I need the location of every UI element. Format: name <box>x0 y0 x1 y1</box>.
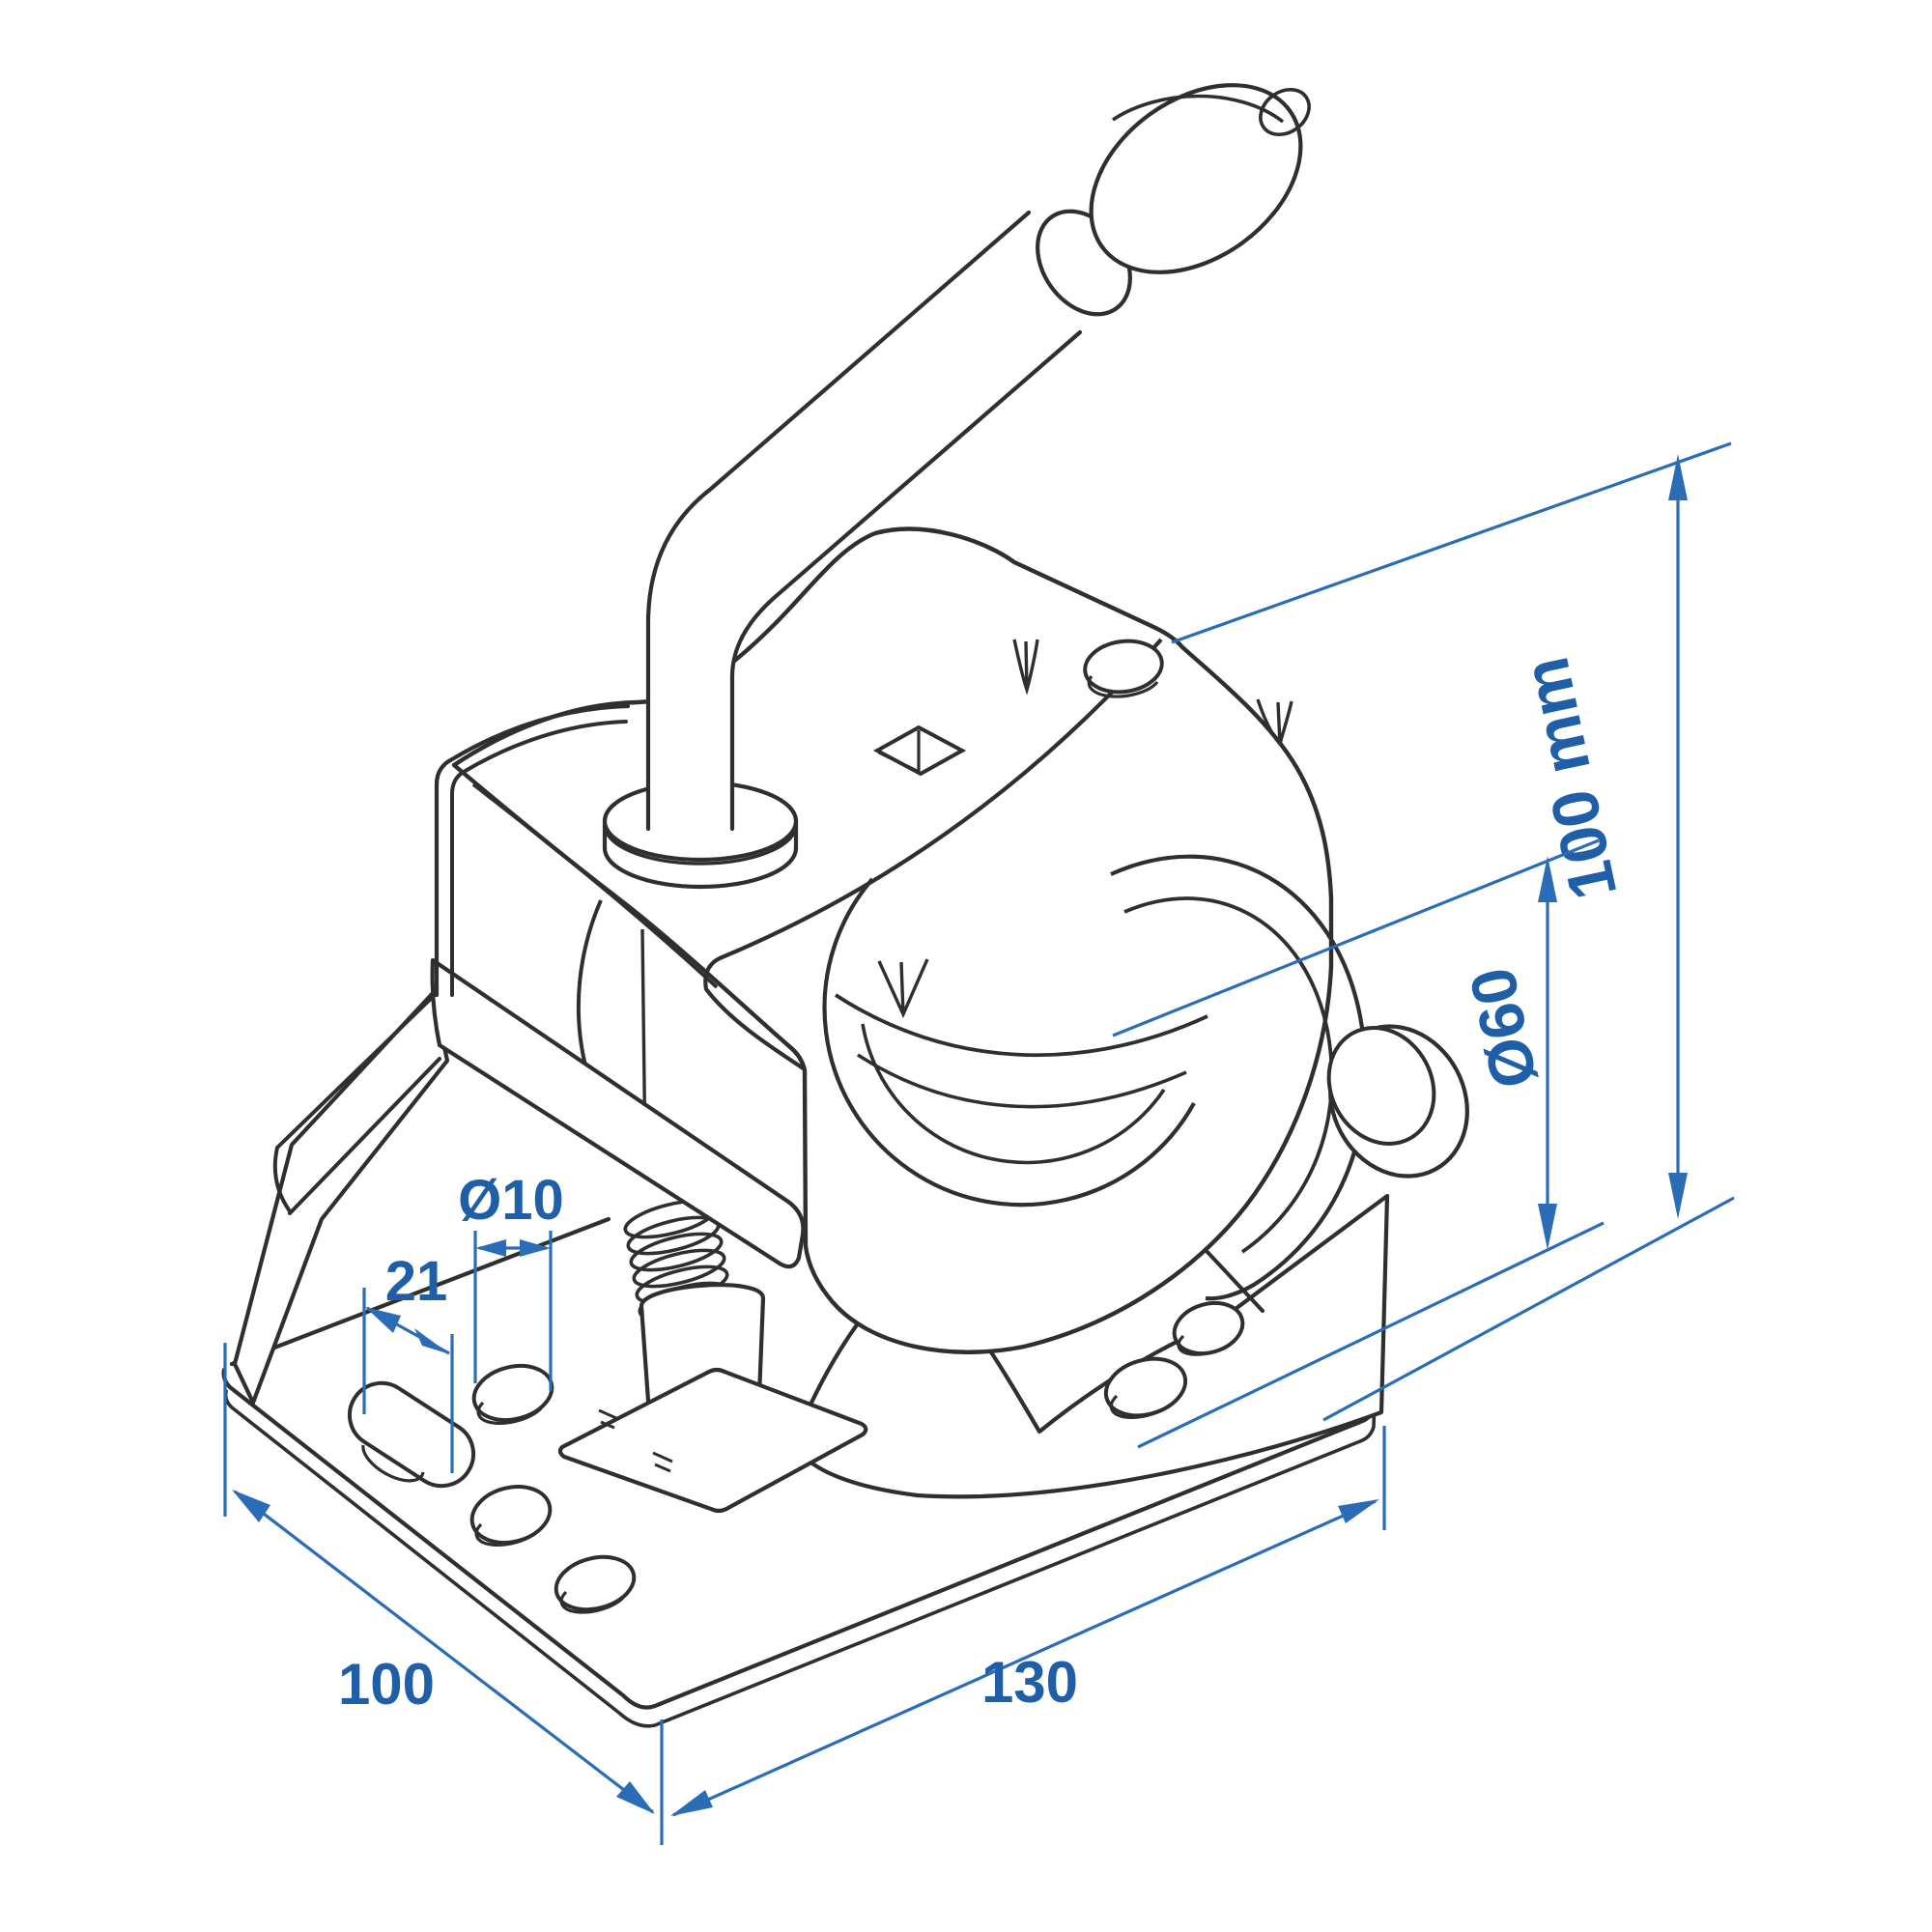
hole-offset-label: 21 <box>385 1250 448 1313</box>
notch-mark <box>1256 698 1293 748</box>
notch-mark <box>877 958 929 1019</box>
dimension-hole-offset: 21 <box>362 1250 454 1473</box>
hole-diameter-label: Ø10 <box>458 1169 564 1232</box>
nut-plate <box>557 1367 868 1514</box>
front-strap <box>272 703 631 1215</box>
square-hole <box>872 724 967 777</box>
dimension-hole-diameter: Ø10 <box>458 1169 564 1391</box>
base-left-flange <box>232 990 450 1406</box>
base-width-label: 130 <box>981 1650 1078 1715</box>
clamp-screw <box>557 1199 868 1514</box>
dimension-base-width: 130 <box>670 1426 1386 1817</box>
tube-diameter-label: Ø60 <box>1456 962 1550 1094</box>
handle-rod <box>645 210 1083 832</box>
base-plate-holes <box>347 1363 637 1614</box>
base-depth-label: 100 <box>338 1652 435 1717</box>
notch-mark <box>1012 639 1039 696</box>
overall-height-label: 100 mm <box>1508 651 1631 906</box>
handle-knob <box>1089 83 1311 274</box>
crossbar <box>430 957 806 1269</box>
dimension-base-depth: 100 <box>223 1343 664 1845</box>
pivot-boss <box>1326 1024 1469 1179</box>
top-round-hole <box>1083 639 1164 698</box>
